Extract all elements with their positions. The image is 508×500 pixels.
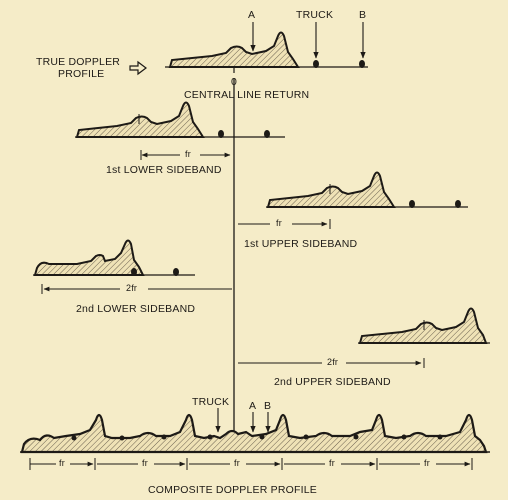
fr-dimension-2: [238, 219, 331, 229]
composite-fr-dimensions: [29, 458, 473, 470]
fr-label-1: fr: [185, 149, 191, 159]
pointer-arrow-icon: [129, 60, 147, 76]
composite-a-label: A: [249, 400, 257, 412]
true-profile-spectrum: [168, 31, 300, 68]
truck-label: TRUCK: [296, 9, 334, 21]
composite-fr-label-1: fr: [59, 458, 65, 468]
second-upper-sideband: [358, 307, 490, 344]
composite-fr-label-3: fr: [234, 458, 240, 468]
target-b-return: [359, 60, 365, 68]
composite-doppler-profile-title: COMPOSITE DOPPLER PROFILE: [148, 484, 317, 496]
second-lower-sideband-label: 2nd LOWER SIDEBAND: [76, 303, 196, 315]
truck-return: [313, 60, 319, 68]
target-b-label: B: [359, 9, 367, 21]
two-fr-dimension-1: [41, 284, 232, 294]
central-line-return-label: CENTRAL LINE RETURN: [184, 89, 310, 101]
true-profile-label-line1: TRUE DOPPLER: [36, 56, 121, 68]
composite-fr-label-2: fr: [142, 458, 148, 468]
second-lower-sideband: [33, 239, 195, 276]
two-fr-label-1: 2fr: [126, 283, 138, 293]
two-fr-dimension-2: [238, 358, 425, 368]
two-fr-label-2: 2fr: [327, 357, 339, 367]
composite-b-label: B: [264, 400, 272, 412]
composite-truck-label: TRUCK: [192, 396, 230, 408]
composite-fr-label-5: fr: [424, 458, 430, 468]
second-upper-sideband-label: 2nd UPPER SIDEBAND: [274, 376, 391, 388]
first-upper-sideband: [266, 171, 468, 208]
fr-dimension-1: [140, 150, 231, 160]
fr-label-2: fr: [276, 218, 282, 228]
true-profile-label-line2: PROFILE: [58, 68, 105, 80]
composite-doppler-profile: [20, 408, 490, 454]
true-doppler-profile: [165, 22, 368, 73]
first-lower-sideband: [75, 101, 285, 138]
first-lower-sideband-label: 1st LOWER SIDEBAND: [106, 164, 222, 176]
target-a-label: A: [248, 9, 256, 21]
zero-label: 0: [231, 76, 238, 88]
composite-fr-label-4: fr: [329, 458, 335, 468]
first-upper-sideband-label: 1st UPPER SIDEBAND: [244, 238, 358, 250]
